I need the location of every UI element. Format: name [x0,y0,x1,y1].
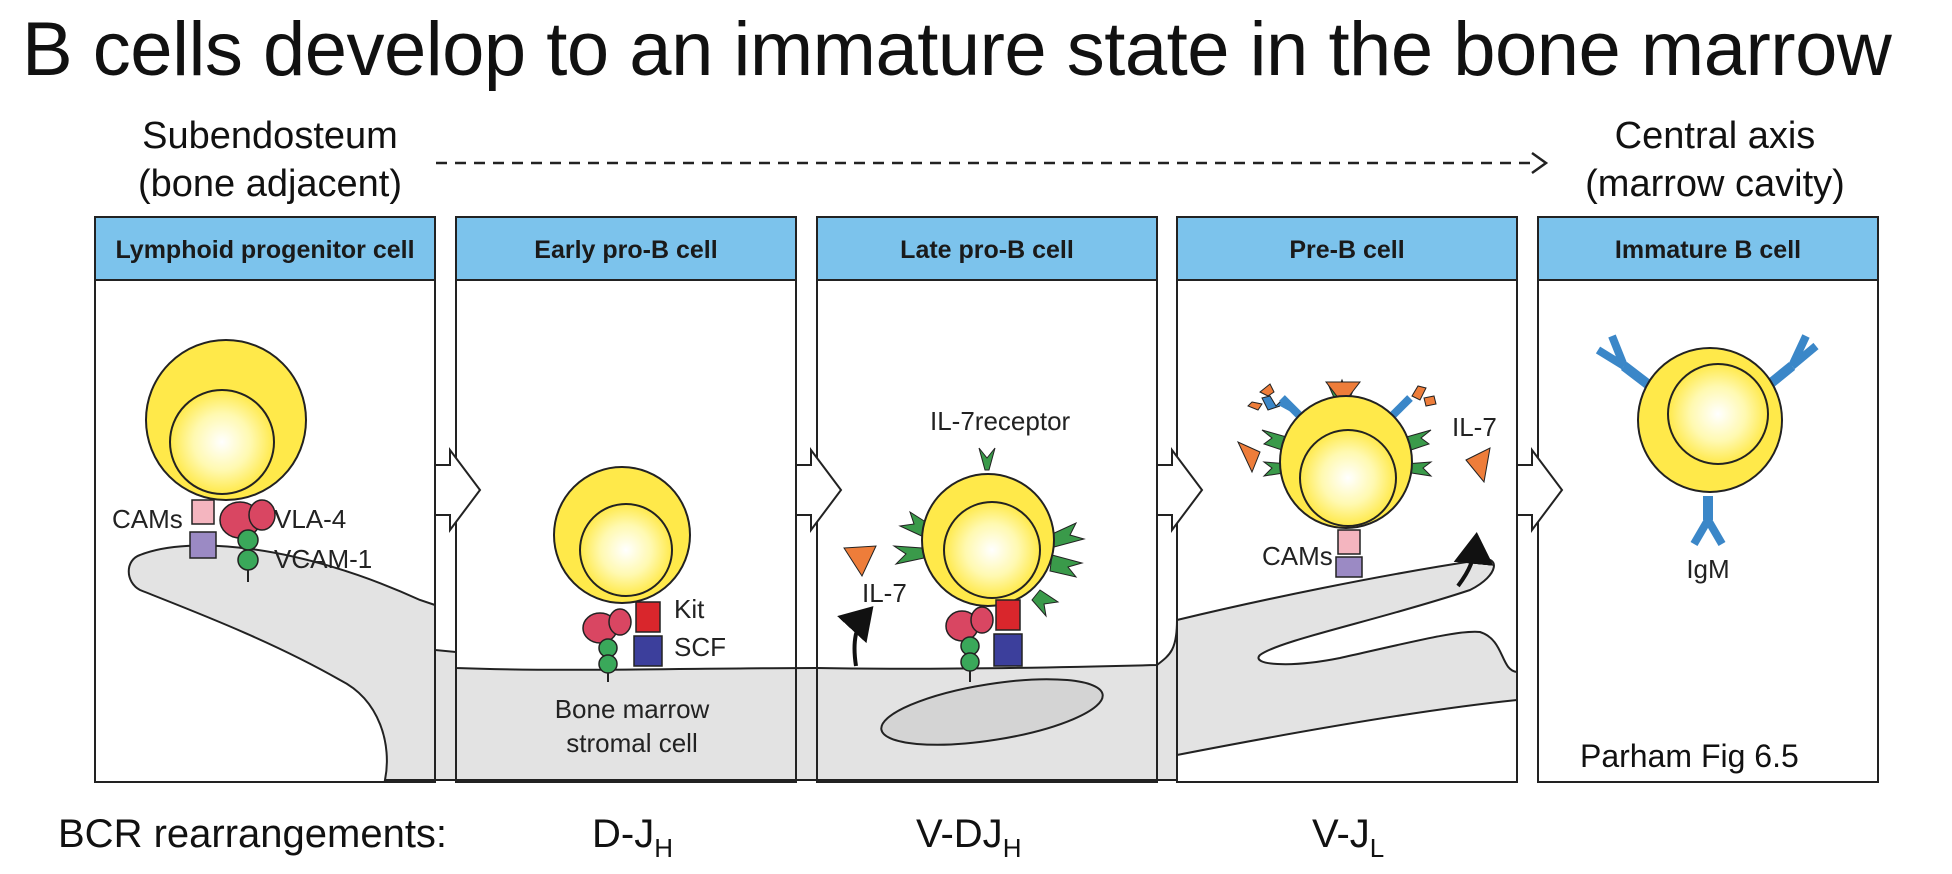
vcam1-label: VCAM-1 [274,544,372,574]
diagram-title: B cells develop to an immature state in … [22,7,1892,92]
stromal-label-line-1: Bone marrow [555,694,710,724]
location-end-label: Central axis (marrow cavity) [1540,112,1890,208]
stage-arrow-4 [1516,447,1564,533]
location-start-line-2: (bone adjacent) [137,163,403,205]
bcr-rearrangement-2: V-DJH [916,812,1021,864]
il7-receptor-label: IL-7receptor [930,406,1071,436]
stage-title: Early pro-B cell [534,236,717,264]
bcr-label: BCR rearrangements: [58,812,448,856]
bcr-rearrangement-1: D-JH [592,812,673,864]
stage-arrow-2 [795,447,843,533]
stage-title: Late pro-B cell [900,236,1074,264]
panel-lymphoid-progenitor: Lymphoid progenitor cell [94,216,436,783]
vla4-label: VLA-4 [274,504,346,534]
location-start-line-1: Subendosteum [142,115,398,157]
early-pro-b-cell: Kit SCF [553,466,726,682]
cams-label: CAMs [112,504,183,534]
il7-label: IL-7 [862,578,907,608]
stromal-label-line-2: stromal cell [566,728,697,758]
stage-title: Immature B cell [1615,236,1801,264]
stage-arrow-3 [1156,447,1204,533]
immature-b-cell: IgM [1595,334,1819,584]
pre-b-cell: CAMs IL-7 [1236,378,1497,588]
bcr-3-main: V-J [1312,812,1370,856]
location-end-line-1: Central axis [1614,115,1816,157]
cams-label-pre-b: CAMs [1262,541,1333,571]
kit-label: Kit [674,594,705,624]
scf-label: SCF [674,632,726,662]
stage-title: Lymphoid progenitor cell [115,236,414,264]
late-pro-b-cell: IL-7 IL-7receptor [837,406,1086,682]
stage-title: Pre-B cell [1289,236,1404,264]
bcr-2-main: V-DJ [916,812,1003,856]
il7-label-pre-b: IL-7 [1452,412,1497,442]
bcr-3-sub: L [1369,833,1385,863]
stage-arrows [434,447,1564,533]
figure-credit: Parham Fig 6.5 [1580,738,1799,774]
migration-arrow [436,151,1549,175]
stromal-cell: Bone marrow stromal cell [127,544,1518,781]
stage-arrow-1 [434,447,482,533]
bcr-2-sub: H [1002,833,1022,863]
bcr-1-sub: H [654,833,673,863]
location-start-label: Subendosteum (bone adjacent) [100,112,440,208]
igm-label: IgM [1686,554,1729,584]
bcr-1-main: D-J [592,812,655,856]
bcr-rearrangement-3: V-JL [1312,812,1384,864]
location-end-line-2: (marrow cavity) [1585,163,1845,205]
lymphoid-progenitor-cell: CAMs VLA-4 VCAM-1 [112,339,372,582]
